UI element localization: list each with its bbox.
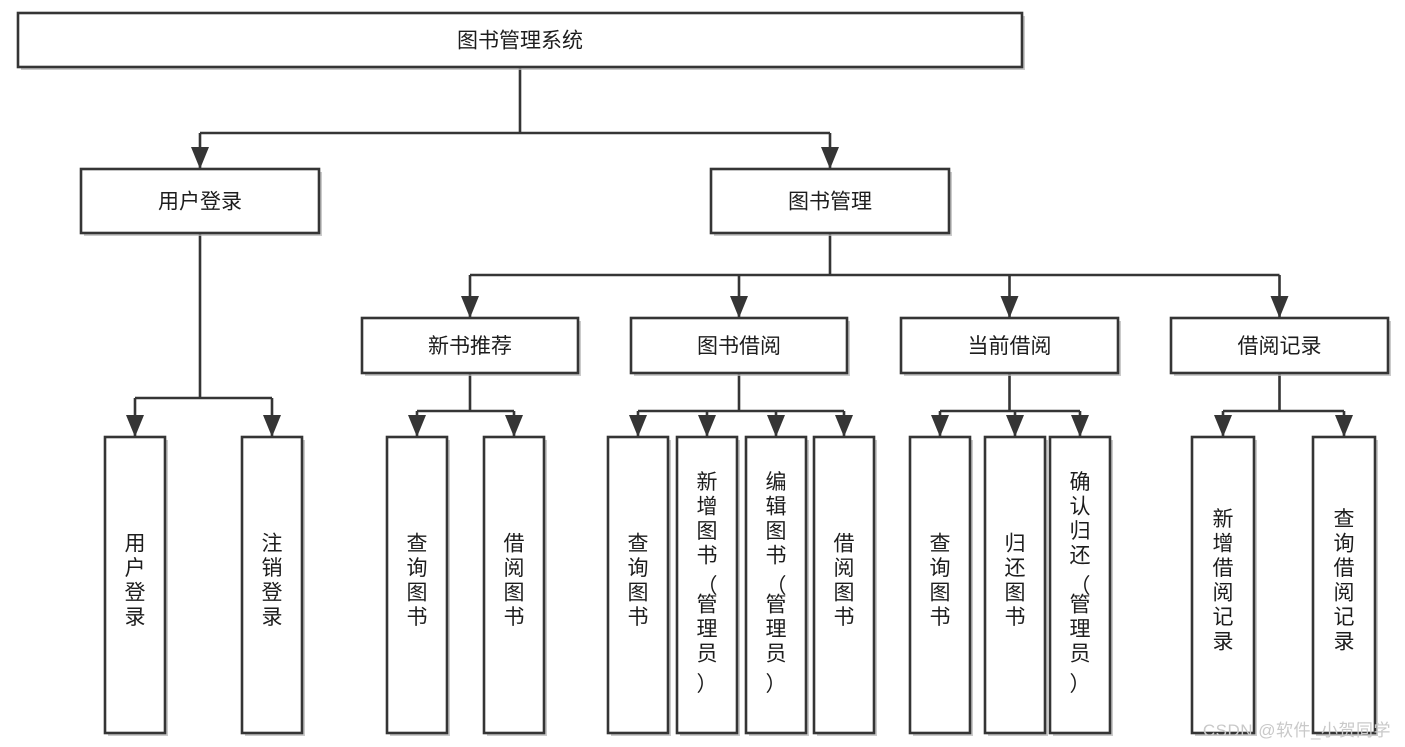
node-borrow-book-1[interactable]: 借阅图书 bbox=[482, 435, 547, 736]
arrow-head-icon bbox=[1000, 296, 1019, 318]
node-rect[interactable] bbox=[482, 435, 546, 735]
node-user-login-do[interactable]: 用户登录 bbox=[103, 435, 168, 736]
connectors-layer bbox=[126, 67, 1353, 437]
arrow-head-icon bbox=[408, 415, 426, 437]
arrow-head-icon bbox=[767, 415, 785, 437]
node-rect[interactable] bbox=[16, 11, 1024, 69]
node-rect[interactable] bbox=[1169, 316, 1390, 375]
node-rect[interactable] bbox=[908, 435, 972, 735]
node-label: 图书管理系统 bbox=[457, 30, 583, 53]
node-user-login[interactable]: 用户登录 bbox=[79, 167, 322, 236]
node-rect[interactable] bbox=[79, 167, 321, 235]
node-rect[interactable] bbox=[983, 435, 1047, 735]
arrow-head-icon bbox=[1006, 415, 1024, 437]
node-label: 借阅记录 bbox=[1238, 335, 1322, 358]
node-label: 当前借阅 bbox=[968, 335, 1052, 358]
arrow-head-icon bbox=[1071, 415, 1089, 437]
node-rect[interactable] bbox=[385, 435, 449, 735]
node-query-book-1[interactable]: 查询图书 bbox=[385, 435, 450, 736]
node-rect[interactable] bbox=[103, 435, 167, 735]
node-rect[interactable] bbox=[899, 316, 1120, 375]
csdn-watermark: CSDN @软件_小贺同学 bbox=[1202, 721, 1391, 740]
node-label: 编辑图书（管理员） bbox=[766, 471, 787, 696]
node-query-borrow-record[interactable]: 查询借阅记录 bbox=[1311, 435, 1378, 736]
arrow-head-icon bbox=[629, 415, 647, 437]
node-label: 图书管理 bbox=[788, 191, 872, 214]
node-rect[interactable] bbox=[1311, 435, 1377, 735]
node-book-manage[interactable]: 图书管理 bbox=[709, 167, 952, 236]
node-rect[interactable] bbox=[1048, 435, 1112, 735]
arrow-head-icon bbox=[730, 296, 748, 318]
node-label: 归还图书 bbox=[1005, 532, 1026, 629]
arrow-head-icon bbox=[263, 415, 281, 437]
node-label: 新增借阅记录 bbox=[1213, 508, 1234, 654]
node-add-book-admin[interactable]: 新增图书（管理员） bbox=[675, 435, 740, 736]
node-add-borrow-record[interactable]: 新增借阅记录 bbox=[1190, 435, 1257, 736]
node-label: 图书借阅 bbox=[697, 335, 781, 358]
arrow-head-icon bbox=[835, 415, 853, 437]
arrow-head-icon bbox=[1270, 296, 1289, 318]
node-label: 借阅图书 bbox=[504, 532, 525, 629]
node-confirm-return-admin[interactable]: 确认归还（管理员） bbox=[1048, 435, 1113, 736]
node-label: 新增图书（管理员） bbox=[697, 471, 718, 696]
node-query-book-3[interactable]: 查询图书 bbox=[908, 435, 973, 736]
node-rect[interactable] bbox=[240, 435, 304, 735]
arrow-head-icon bbox=[191, 147, 209, 169]
node-root[interactable]: 图书管理系统 bbox=[16, 11, 1025, 70]
arrow-head-icon bbox=[698, 415, 716, 437]
node-label: 用户登录 bbox=[158, 191, 242, 214]
arrow-head-icon bbox=[126, 415, 144, 437]
node-rect[interactable] bbox=[812, 435, 876, 735]
node-rect[interactable] bbox=[629, 316, 849, 375]
node-rect[interactable] bbox=[709, 167, 951, 235]
node-current-borrow[interactable]: 当前借阅 bbox=[899, 316, 1121, 376]
node-label: 查询图书 bbox=[407, 532, 428, 629]
arrow-head-icon bbox=[461, 296, 479, 318]
node-return-book[interactable]: 归还图书 bbox=[983, 435, 1048, 736]
arrow-head-icon bbox=[1335, 415, 1353, 437]
node-rect[interactable] bbox=[675, 435, 739, 735]
node-label: 确认归还（管理员） bbox=[1070, 471, 1091, 696]
node-rect[interactable] bbox=[606, 435, 670, 735]
node-edit-book-admin[interactable]: 编辑图书（管理员） bbox=[744, 435, 809, 736]
node-label: 用户登录 bbox=[125, 532, 146, 629]
nodes-layer: 图书管理系统用户登录用户登录注销登录图书管理新书推荐查询图书借阅图书图书借阅查询… bbox=[16, 11, 1391, 736]
node-query-book-2[interactable]: 查询图书 bbox=[606, 435, 671, 736]
node-borrow-record[interactable]: 借阅记录 bbox=[1169, 316, 1391, 376]
node-label: 查询图书 bbox=[930, 532, 951, 629]
node-borrow-book-2[interactable]: 借阅图书 bbox=[812, 435, 877, 736]
node-label: 借阅图书 bbox=[834, 532, 855, 629]
node-new-book-recommend[interactable]: 新书推荐 bbox=[360, 316, 581, 376]
node-book-borrow[interactable]: 图书借阅 bbox=[629, 316, 850, 376]
arrow-head-icon bbox=[505, 415, 523, 437]
node-rect[interactable] bbox=[1190, 435, 1256, 735]
node-user-logout[interactable]: 注销登录 bbox=[240, 435, 305, 736]
arrow-head-icon bbox=[931, 415, 949, 437]
arrow-head-icon bbox=[821, 147, 839, 169]
node-label: 新书推荐 bbox=[428, 335, 512, 358]
node-label: 查询借阅记录 bbox=[1334, 508, 1355, 654]
node-label: 注销登录 bbox=[262, 532, 283, 629]
node-rect[interactable] bbox=[360, 316, 580, 375]
arrow-head-icon bbox=[1214, 415, 1232, 437]
node-label: 查询图书 bbox=[628, 532, 649, 629]
node-rect[interactable] bbox=[744, 435, 808, 735]
